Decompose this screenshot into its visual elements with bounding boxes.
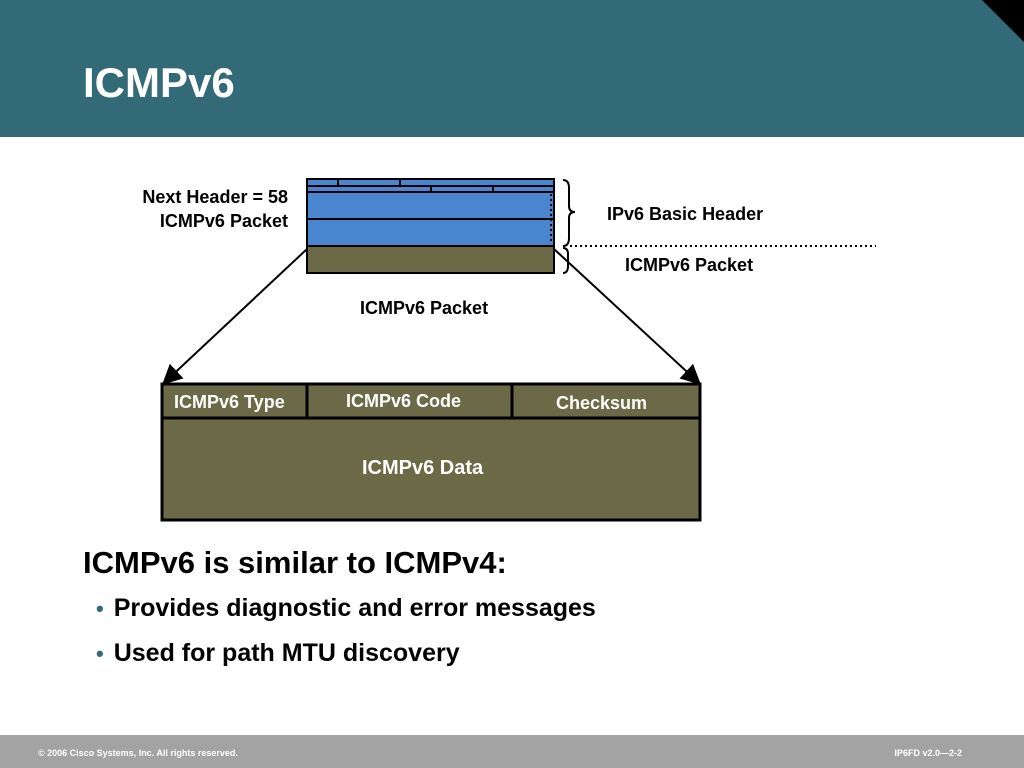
bullet-item: • Used for path MTU discovery (96, 639, 460, 668)
icmpv6-data-block (160, 382, 702, 522)
expand-arrow-left (162, 248, 308, 385)
bullet-dot-icon: • (96, 596, 104, 621)
payload-brace (562, 247, 569, 274)
headline: ICMPv6 is similar to ICMPv4: (83, 545, 507, 580)
icmpv6-payload-block (306, 245, 555, 274)
bullet-item: • Provides diagnostic and error messages (96, 594, 596, 623)
icmpv6-data-field: ICMPv6 Data (362, 457, 484, 479)
title-bar: ICMPv6 (0, 0, 1024, 137)
bullet-dot-icon: • (96, 641, 104, 666)
expand-arrow-right (553, 248, 701, 385)
icmpv6-code-field: ICMPv6 Code (346, 391, 462, 411)
icmpv6-type-field: ICMPv6 Type (174, 392, 285, 412)
corner-decoration (982, 0, 1024, 42)
next-header-sub-label: ICMPv6 Packet (159, 211, 288, 231)
slide-title: ICMPv6 (83, 59, 235, 106)
icmpv6-packet-center-label: ICMPv6 Packet (360, 298, 489, 318)
bullet-text: Provides diagnostic and error messages (113, 594, 596, 622)
next-header-label: Next Header = 58 (142, 187, 288, 207)
footer-copyright: © 2006 Cisco Systems, Inc. All rights re… (38, 748, 238, 758)
bullet-text: Used for path MTU discovery (113, 639, 460, 667)
footer-course-id: IP6FD v2.0—2-2 (894, 748, 962, 758)
checksum-field: Checksum (556, 393, 648, 413)
footer-bar: © 2006 Cisco Systems, Inc. All rights re… (0, 735, 1024, 768)
header-brace (562, 179, 576, 247)
icmpv6-packet-right-label: ICMPv6 Packet (625, 255, 754, 275)
ipv6-basic-header-label: IPv6 Basic Header (607, 204, 764, 224)
